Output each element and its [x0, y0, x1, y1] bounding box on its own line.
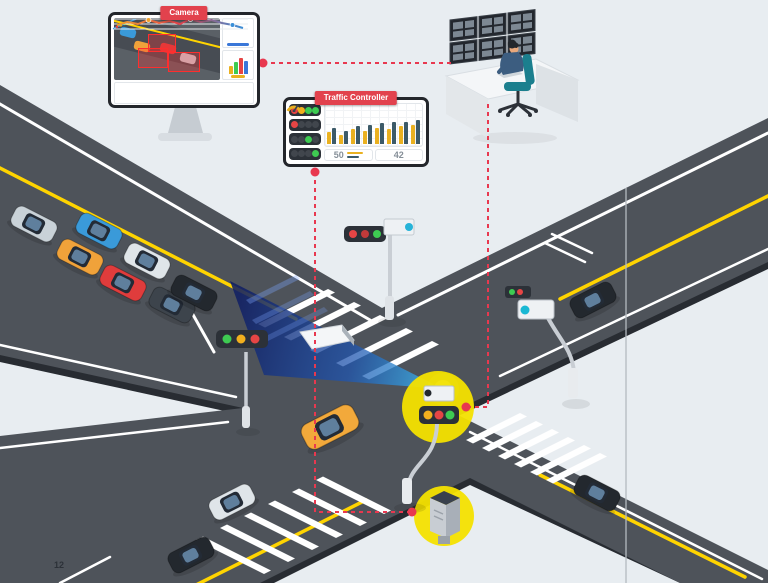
se-road-car	[570, 474, 621, 515]
crosswalk-southeast	[466, 413, 607, 484]
camera-feed-view	[114, 18, 220, 80]
detection-box	[138, 48, 168, 68]
vehicles	[7, 205, 621, 577]
signal-state-column	[289, 103, 321, 161]
detection-box	[148, 34, 176, 52]
central-camera-pole	[394, 385, 459, 513]
sw-road-car-white	[208, 483, 259, 524]
connection-lines	[263, 62, 489, 513]
traffic-controller-panel: Traffic Controller 50 42	[283, 91, 429, 167]
north-cctv-camera-icon	[383, 218, 415, 236]
traffic-controller-cabinet	[430, 491, 460, 544]
controller-to-cabinet-link	[314, 172, 408, 513]
queued-car-red	[96, 264, 147, 305]
camera-badge: Camera	[160, 6, 208, 20]
signal-row	[289, 147, 321, 160]
queued-car-orange	[53, 238, 104, 279]
traffic-flow-wave-chart	[114, 16, 254, 104]
traffic-controller-badge: Traffic Controller	[314, 91, 398, 105]
volume-bar-chart	[324, 103, 423, 147]
cctv-wall-monitors	[449, 9, 536, 65]
gauge-icon	[286, 104, 302, 112]
sw-road-car-black	[167, 536, 218, 577]
control-room	[444, 9, 580, 144]
connection-dots	[258, 58, 471, 517]
queued-car-white	[120, 242, 171, 283]
bars-label-pill	[231, 75, 245, 78]
metric-value: 42	[393, 150, 404, 160]
central-cctv-camera-icon	[423, 385, 455, 402]
metric-value: 50	[333, 150, 344, 160]
metric-card-speed: 42	[286, 104, 423, 161]
detection-box	[168, 52, 200, 72]
queued-car-blue	[72, 212, 123, 253]
signal-row	[289, 118, 321, 131]
west-signal-pole	[216, 324, 355, 436]
north-camera-pole	[344, 218, 415, 327]
trend-label-pill	[227, 43, 249, 46]
camera-monitor: Camera	[108, 6, 260, 108]
trend-lines-icon	[346, 152, 363, 158]
east-camera-pole	[505, 286, 590, 409]
office-chair	[498, 53, 538, 117]
metric-card-cycle: 50	[324, 149, 373, 161]
queued-car-black	[167, 274, 218, 315]
signal-row	[289, 133, 321, 146]
crosswalk-southwest	[196, 476, 391, 574]
road-markings	[0, 102, 768, 583]
ne-road-car	[569, 281, 620, 322]
queued-car-grey	[145, 286, 196, 327]
east-cctv-camera-icon	[517, 299, 555, 320]
operator-person	[497, 39, 524, 75]
taxi-van	[300, 404, 364, 454]
page-number: 12	[54, 560, 65, 570]
queued-car-silver	[7, 205, 58, 246]
bars-mini-chart	[222, 50, 254, 80]
monitor-stand	[158, 107, 212, 141]
